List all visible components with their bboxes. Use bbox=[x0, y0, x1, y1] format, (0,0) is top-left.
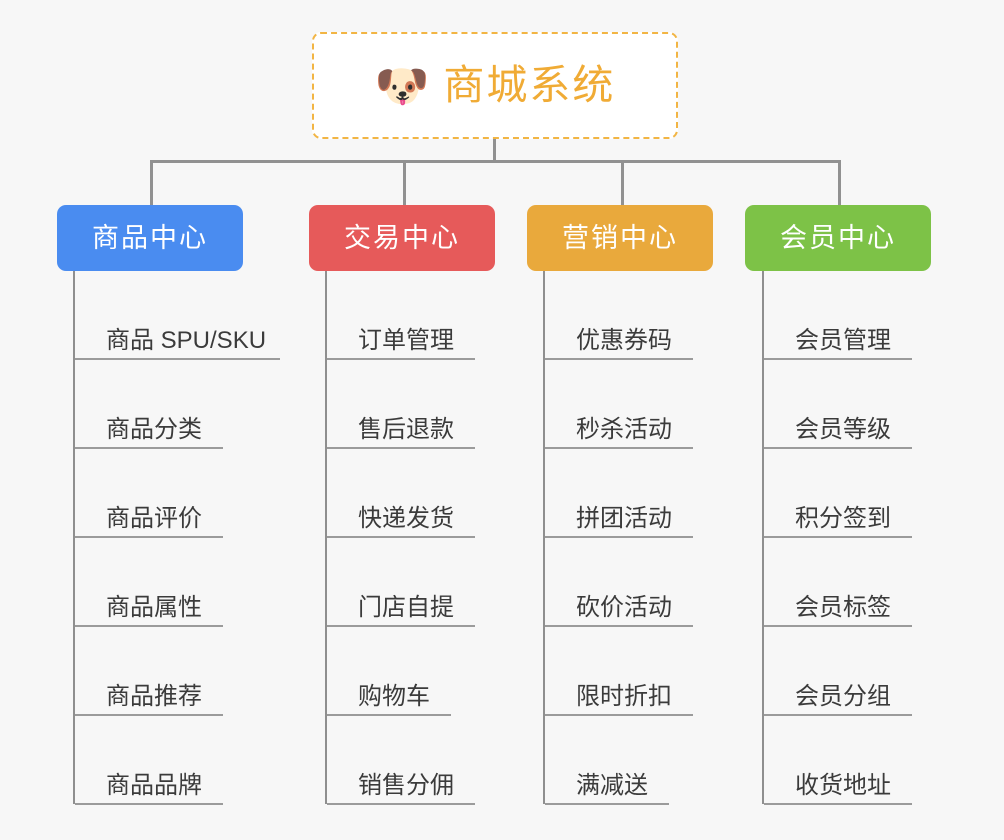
connector-drop-member-center bbox=[838, 160, 841, 207]
leaf-item[interactable]: 购物车 bbox=[327, 627, 451, 716]
leaf-item-label: 商品 SPU/SKU bbox=[106, 326, 267, 354]
connector-trunk-trade-center bbox=[325, 271, 327, 804]
leaf-item[interactable]: 积分签到 bbox=[764, 449, 912, 538]
leaf-item[interactable]: 秒杀活动 bbox=[545, 360, 693, 449]
category-label: 营销中心 bbox=[562, 222, 678, 253]
root-node-shop-system[interactable]: 🐶 商城系统 bbox=[312, 32, 678, 139]
leaf-item[interactable]: 会员管理 bbox=[764, 271, 912, 360]
leaf-item-label: 快递发货 bbox=[358, 504, 454, 532]
leaf-item-label: 限时折扣 bbox=[576, 682, 672, 710]
leaf-item[interactable]: 商品属性 bbox=[75, 538, 223, 627]
leaf-item-label: 砍价活动 bbox=[576, 593, 672, 621]
leaf-item[interactable]: 商品推荐 bbox=[75, 627, 223, 716]
leaf-item[interactable]: 收货地址 bbox=[764, 716, 912, 805]
leaf-item[interactable]: 快递发货 bbox=[327, 449, 475, 538]
leaf-item[interactable]: 满减送 bbox=[545, 716, 669, 805]
connector-trunk-marketing-center bbox=[543, 271, 545, 804]
leaf-item-label: 购物车 bbox=[358, 682, 430, 710]
category-box-member-center[interactable]: 会员中心 bbox=[745, 205, 931, 271]
leaf-item-label: 会员分组 bbox=[795, 682, 891, 710]
leaf-item[interactable]: 售后退款 bbox=[327, 360, 475, 449]
connector-drop-trade-center bbox=[403, 160, 406, 207]
dog-face-icon: 🐶 bbox=[374, 61, 430, 111]
leaf-item[interactable]: 商品评价 bbox=[75, 449, 223, 538]
category-label: 商品中心 bbox=[92, 222, 208, 253]
category-box-trade-center[interactable]: 交易中心 bbox=[309, 205, 495, 271]
leaf-item-label: 优惠券码 bbox=[576, 326, 672, 354]
leaf-item-label: 商品属性 bbox=[106, 593, 202, 621]
leaf-item-label: 销售分佣 bbox=[358, 771, 454, 799]
leaf-item-label: 拼团活动 bbox=[576, 504, 672, 532]
leaf-item[interactable]: 销售分佣 bbox=[327, 716, 475, 805]
leaf-item[interactable]: 商品分类 bbox=[75, 360, 223, 449]
category-label: 会员中心 bbox=[780, 222, 896, 253]
connector-drop-product-center bbox=[150, 160, 153, 207]
leaf-item-label: 商品品牌 bbox=[106, 771, 202, 799]
connector-trunk-member-center bbox=[762, 271, 764, 804]
leaf-item[interactable]: 订单管理 bbox=[327, 271, 475, 360]
leaf-item-label: 会员等级 bbox=[795, 415, 891, 443]
leaf-item-label: 积分签到 bbox=[795, 504, 891, 532]
leaf-item[interactable]: 门店自提 bbox=[327, 538, 475, 627]
category-label: 交易中心 bbox=[344, 222, 460, 253]
category-box-product-center[interactable]: 商品中心 bbox=[57, 205, 243, 271]
leaf-item[interactable]: 会员标签 bbox=[764, 538, 912, 627]
leaf-item[interactable]: 限时折扣 bbox=[545, 627, 693, 716]
leaf-item[interactable]: 商品品牌 bbox=[75, 716, 223, 805]
leaf-item-label: 门店自提 bbox=[358, 593, 454, 621]
leaf-item[interactable]: 砍价活动 bbox=[545, 538, 693, 627]
leaf-item-label: 订单管理 bbox=[358, 326, 454, 354]
leaf-item-label: 秒杀活动 bbox=[576, 415, 672, 443]
leaf-item[interactable]: 会员等级 bbox=[764, 360, 912, 449]
leaf-item[interactable]: 商品 SPU/SKU bbox=[75, 271, 280, 360]
leaf-item[interactable]: 会员分组 bbox=[764, 627, 912, 716]
leaf-item-label: 会员标签 bbox=[795, 593, 891, 621]
leaf-item-label: 会员管理 bbox=[795, 326, 891, 354]
leaf-item-label: 收货地址 bbox=[795, 771, 891, 799]
category-box-marketing-center[interactable]: 营销中心 bbox=[527, 205, 713, 271]
leaf-item[interactable]: 拼团活动 bbox=[545, 449, 693, 538]
leaf-item-label: 商品评价 bbox=[106, 504, 202, 532]
connector-horizontal-bus bbox=[150, 160, 841, 163]
connector-root-stem bbox=[493, 139, 496, 162]
leaf-item[interactable]: 优惠券码 bbox=[545, 271, 693, 360]
leaf-item-label: 售后退款 bbox=[358, 415, 454, 443]
connector-drop-marketing-center bbox=[621, 160, 624, 207]
root-node-title: 商城系统 bbox=[443, 62, 616, 108]
leaf-item-label: 商品推荐 bbox=[106, 682, 202, 710]
leaf-item-label: 商品分类 bbox=[106, 415, 202, 443]
leaf-item-label: 满减送 bbox=[576, 771, 648, 799]
connector-trunk-product-center bbox=[73, 271, 75, 804]
